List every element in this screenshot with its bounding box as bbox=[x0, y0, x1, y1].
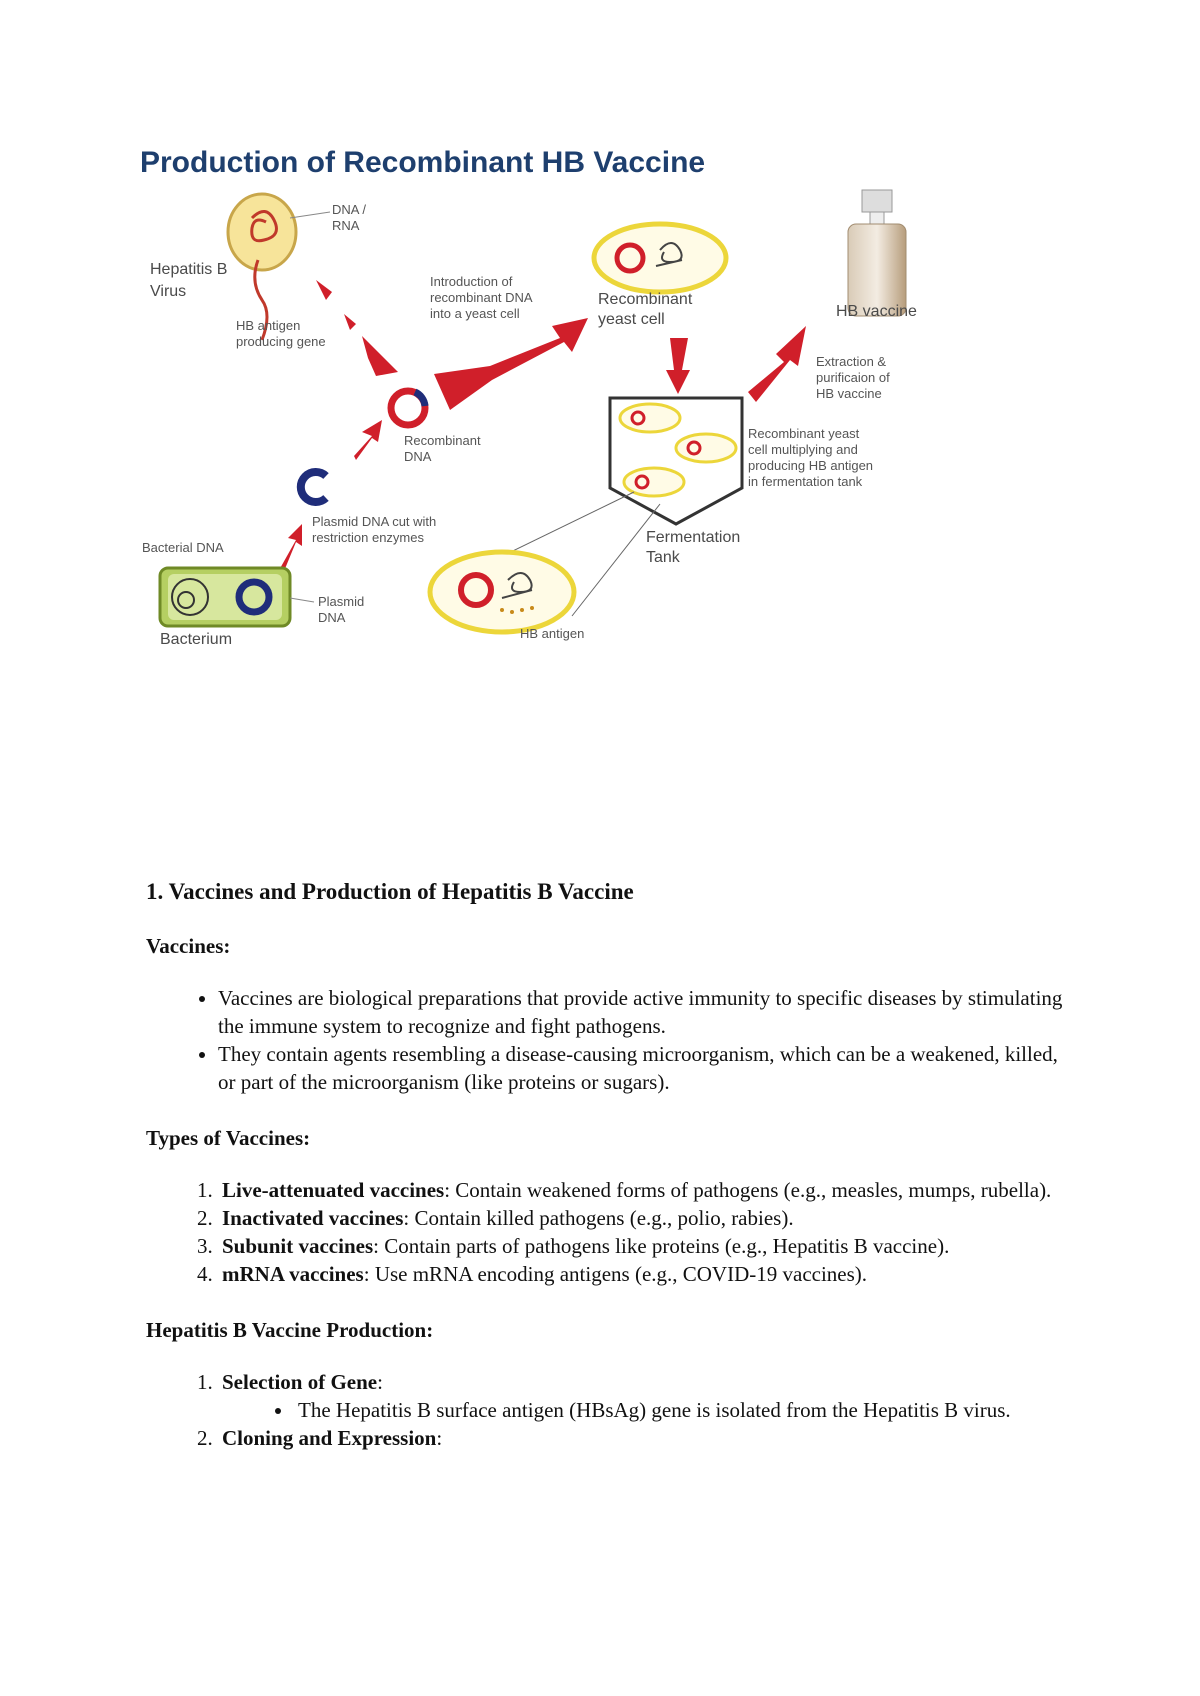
label-plasmid-cut-1: Plasmid DNA cut with bbox=[312, 514, 436, 529]
gene-arrow-icon bbox=[316, 280, 398, 376]
label-extraction-3: HB vaccine bbox=[816, 386, 882, 401]
list-item: Vaccines are biological preparations tha… bbox=[218, 984, 1076, 1040]
label-yeast-cell-2: yeast cell bbox=[598, 311, 665, 328]
vaccine-vial-icon bbox=[848, 190, 906, 316]
production-heading: Hepatitis B Vaccine Production: bbox=[146, 1316, 1076, 1344]
recombinant-dna-icon bbox=[391, 391, 425, 425]
type-term: Inactivated vaccines bbox=[222, 1206, 403, 1230]
production-steps: Selection of Gene: The Hepatitis B surfa… bbox=[146, 1368, 1076, 1452]
vaccines-list: Vaccines are biological preparations tha… bbox=[146, 984, 1076, 1096]
type-desc: : Contain parts of pathogens like protei… bbox=[373, 1234, 949, 1258]
sub-list: The Hepatitis B surface antigen (HBsAg) … bbox=[222, 1396, 1076, 1424]
label-hepatitis-b-virus-2: Virus bbox=[150, 283, 186, 300]
type-desc: : Contain weakened forms of pathogens (e… bbox=[444, 1178, 1051, 1202]
yeast-cell-zoom-icon bbox=[430, 552, 574, 632]
extraction-arrow-icon bbox=[748, 326, 806, 402]
label-introduction-3: into a yeast cell bbox=[430, 306, 520, 321]
type-desc: : Use mRNA encoding antigens (e.g., COVI… bbox=[364, 1262, 867, 1286]
diagram-title: Production of Recombinant HB Vaccine bbox=[140, 146, 705, 179]
label-bacterial-dna: Bacterial DNA bbox=[142, 540, 224, 555]
types-list: Live-attenuated vaccines: Contain weaken… bbox=[146, 1176, 1076, 1288]
tank-arrow-icon bbox=[666, 338, 690, 394]
section-title: 1. Vaccines and Production of Hepatitis … bbox=[146, 878, 1076, 906]
label-multiplying-1: Recombinant yeast bbox=[748, 426, 860, 441]
label-hb-gene-1: HB antigen bbox=[236, 318, 300, 333]
insertion-arrow-icon bbox=[434, 318, 588, 410]
label-plasmid-dna-2: DNA bbox=[318, 610, 346, 625]
list-item: Subunit vaccines: Contain parts of patho… bbox=[218, 1232, 1076, 1260]
label-dna-rna-1: DNA / bbox=[332, 202, 366, 217]
label-fermentation-2: Tank bbox=[646, 549, 681, 566]
label-plasmid-dna-1: Plasmid bbox=[318, 594, 364, 609]
label-recombinant-dna-2: DNA bbox=[404, 449, 432, 464]
plasmid-arrow-icon bbox=[354, 420, 382, 460]
bacterium-icon bbox=[160, 568, 290, 626]
label-dna-rna-2: RNA bbox=[332, 218, 360, 233]
sub-list-item: The Hepatitis B surface antigen (HBsAg) … bbox=[294, 1396, 1076, 1424]
label-fermentation-1: Fermentation bbox=[646, 529, 740, 546]
label-hb-gene-2: producing gene bbox=[236, 334, 326, 349]
type-desc: : Contain killed pathogens (e.g., polio,… bbox=[403, 1206, 793, 1230]
list-item: They contain agents resembling a disease… bbox=[218, 1040, 1076, 1096]
list-item: Live-attenuated vaccines: Contain weaken… bbox=[218, 1176, 1076, 1204]
list-item: Selection of Gene: The Hepatitis B surfa… bbox=[218, 1368, 1076, 1424]
label-extraction-2: purificaion of bbox=[816, 370, 890, 385]
types-heading: Types of Vaccines: bbox=[146, 1124, 1076, 1152]
type-term: Live-attenuated vaccines bbox=[222, 1178, 444, 1202]
cut-plasmid-icon bbox=[301, 472, 326, 502]
type-term: Subunit vaccines bbox=[222, 1234, 373, 1258]
list-item: Cloning and Expression: bbox=[218, 1424, 1076, 1452]
vaccines-heading: Vaccines: bbox=[146, 932, 1076, 960]
label-hepatitis-b-virus-1: Hepatitis B bbox=[150, 261, 227, 278]
yeast-cell-icon bbox=[594, 224, 726, 292]
step-desc: : bbox=[436, 1426, 442, 1450]
label-multiplying-3: producing HB antigen bbox=[748, 458, 873, 473]
label-multiplying-2: cell multiplying and bbox=[748, 442, 858, 457]
label-introduction-1: Introduction of bbox=[430, 274, 513, 289]
label-introduction-2: recombinant DNA bbox=[430, 290, 533, 305]
label-multiplying-4: in fermentation tank bbox=[748, 474, 863, 489]
step-desc: : bbox=[377, 1370, 383, 1394]
type-term: mRNA vaccines bbox=[222, 1262, 364, 1286]
document-body: 1. Vaccines and Production of Hepatitis … bbox=[146, 878, 1076, 1452]
label-hb-vaccine: HB vaccine bbox=[836, 303, 917, 320]
list-item: Inactivated vaccines: Contain killed pat… bbox=[218, 1204, 1076, 1232]
hb-vaccine-production-diagram: Production of Recombinant HB Vaccine DNA… bbox=[140, 140, 1040, 720]
label-bacterium: Bacterium bbox=[160, 631, 232, 648]
step-term: Selection of Gene bbox=[222, 1370, 377, 1394]
fermentation-tank-icon bbox=[610, 398, 742, 524]
label-extraction-1: Extraction & bbox=[816, 354, 886, 369]
label-hb-antigen: HB antigen bbox=[520, 626, 584, 641]
step-term: Cloning and Expression bbox=[222, 1426, 436, 1450]
label-plasmid-cut-2: restriction enzymes bbox=[312, 530, 424, 545]
list-item: mRNA vaccines: Use mRNA encoding antigen… bbox=[218, 1260, 1076, 1288]
label-yeast-cell-1: Recombinant bbox=[598, 291, 693, 308]
label-recombinant-dna-1: Recombinant bbox=[404, 433, 481, 448]
